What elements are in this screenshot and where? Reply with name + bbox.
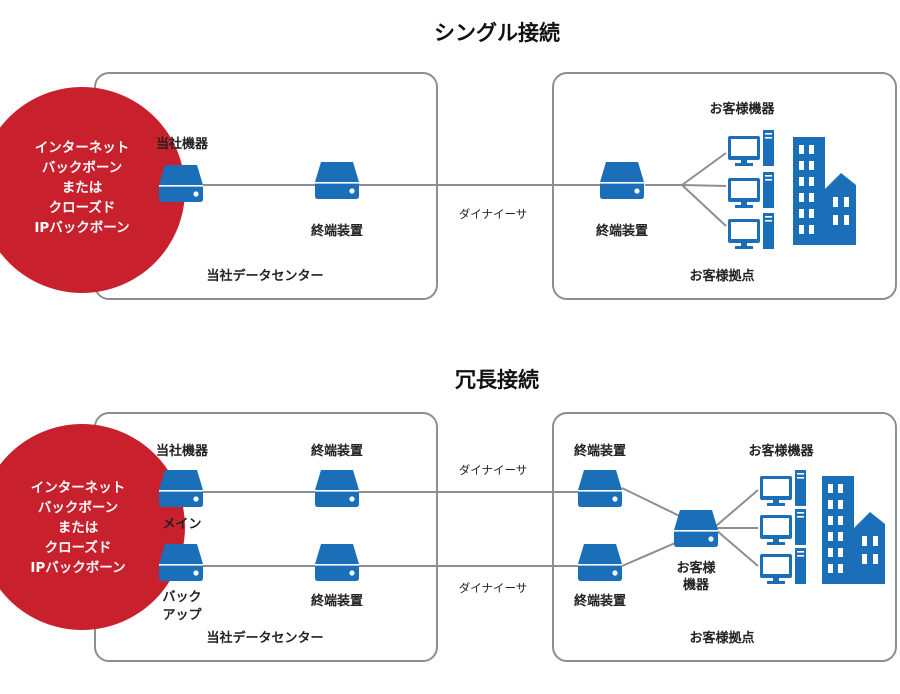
single-internet-line-3: または bbox=[62, 180, 103, 196]
single-dc-terminal-label: 終端装置 bbox=[311, 223, 363, 239]
redundant-our-backup-icon bbox=[159, 544, 203, 581]
single-cust-terminal-label: 終端装置 bbox=[596, 223, 648, 239]
redundant-internet-label: インターネット バックボーン または クローズド IPバックボーン bbox=[30, 480, 125, 576]
redundant-title: 冗長接続 bbox=[455, 368, 539, 392]
redundant-internet-line-3: または bbox=[58, 520, 99, 536]
single-internet-label: インターネット バックボーン または クローズド IPバックボーン bbox=[34, 140, 129, 236]
redundant-our-device-label: 当社機器 bbox=[156, 443, 209, 459]
redundant-dc-terminal-top-label: 終端装置 bbox=[311, 443, 363, 459]
redundant-cust-site-label: お客様拠点 bbox=[689, 630, 754, 646]
single-cust-terminal-icon bbox=[600, 162, 644, 199]
single-branch-middle bbox=[681, 184, 727, 187]
redundant-building-icon bbox=[822, 476, 885, 584]
single-internet-line-5: IPバックボーン bbox=[34, 220, 129, 236]
single-pc-bottom-icon bbox=[728, 213, 774, 249]
redundant-main-label: メイン bbox=[162, 517, 201, 532]
single-branch-top bbox=[681, 152, 727, 186]
single-internet-line-4: クローズド bbox=[49, 199, 116, 216]
single-cust-devices-label: お客様機器 bbox=[709, 101, 775, 117]
redundant-internet-line-5: IPバックボーン bbox=[30, 560, 125, 576]
single-pc-top-icon bbox=[728, 130, 774, 166]
redundant-internet-line-1: インターネット bbox=[31, 480, 126, 496]
single-branch-bottom bbox=[681, 184, 727, 227]
redundant-branch-top bbox=[715, 489, 759, 527]
redundant-backup-line-2: アップ bbox=[162, 608, 202, 623]
redundant-pc-top-icon bbox=[760, 470, 806, 506]
redundant-dc-name: 当社データセンター bbox=[206, 630, 323, 646]
redundant-branch-bottom bbox=[715, 529, 759, 567]
redundant-internet-cloud bbox=[0, 424, 185, 630]
single-our-device-icon bbox=[159, 165, 203, 202]
single-dc-name: 当社データセンター bbox=[206, 268, 323, 284]
redundant-dc-terminal-bottom-label: 終端装置 bbox=[311, 593, 363, 609]
redundant-backup-line-1: バック bbox=[162, 590, 201, 605]
redundant-dc-terminal-top-icon bbox=[315, 470, 359, 507]
redundant-our-main-icon bbox=[159, 470, 203, 507]
redundant-cust-terminal-top-label: 終端装置 bbox=[574, 443, 626, 459]
redundant-cust-terminal-bottom-icon bbox=[578, 544, 622, 581]
single-pc-middle-icon bbox=[728, 172, 774, 208]
redundant-link-top-label: ダイナイーサ bbox=[459, 463, 528, 477]
redundant-cust-center-device-icon bbox=[674, 510, 718, 547]
single-building-icon bbox=[793, 137, 856, 245]
single-our-device-label: 当社機器 bbox=[156, 136, 209, 152]
single-internet-line-2: バックボーン bbox=[42, 160, 122, 176]
redundant-link-bottom-label: ダイナイーサ bbox=[459, 581, 528, 595]
redundant-cust-terminal-top-icon bbox=[578, 470, 622, 507]
redundant-dc-terminal-bottom-icon bbox=[315, 544, 359, 581]
redundant-pc-bottom-icon bbox=[760, 548, 806, 584]
single-dc-terminal-icon bbox=[315, 162, 359, 199]
single-title: シングル接続 bbox=[434, 21, 560, 45]
redundant-cust-center-line-2: 機器 bbox=[683, 577, 710, 593]
single-link-label: ダイナイーサ bbox=[459, 207, 528, 221]
redundant-cust-center-line-1: お客様 bbox=[676, 560, 716, 576]
redundant-cust-devices-label: お客様機器 bbox=[748, 443, 814, 459]
redundant-internet-line-2: バックボーン bbox=[38, 500, 118, 516]
single-internet-line-1: インターネット bbox=[35, 140, 130, 156]
single-internet-cloud bbox=[0, 87, 185, 293]
redundant-cust-terminal-bottom-label: 終端装置 bbox=[574, 593, 626, 609]
redundant-internet-line-4: クローズド bbox=[45, 539, 112, 556]
redundant-pc-middle-icon bbox=[760, 509, 806, 545]
single-cust-site-label: お客様拠点 bbox=[689, 268, 754, 284]
redundant-customer-box bbox=[552, 412, 897, 662]
